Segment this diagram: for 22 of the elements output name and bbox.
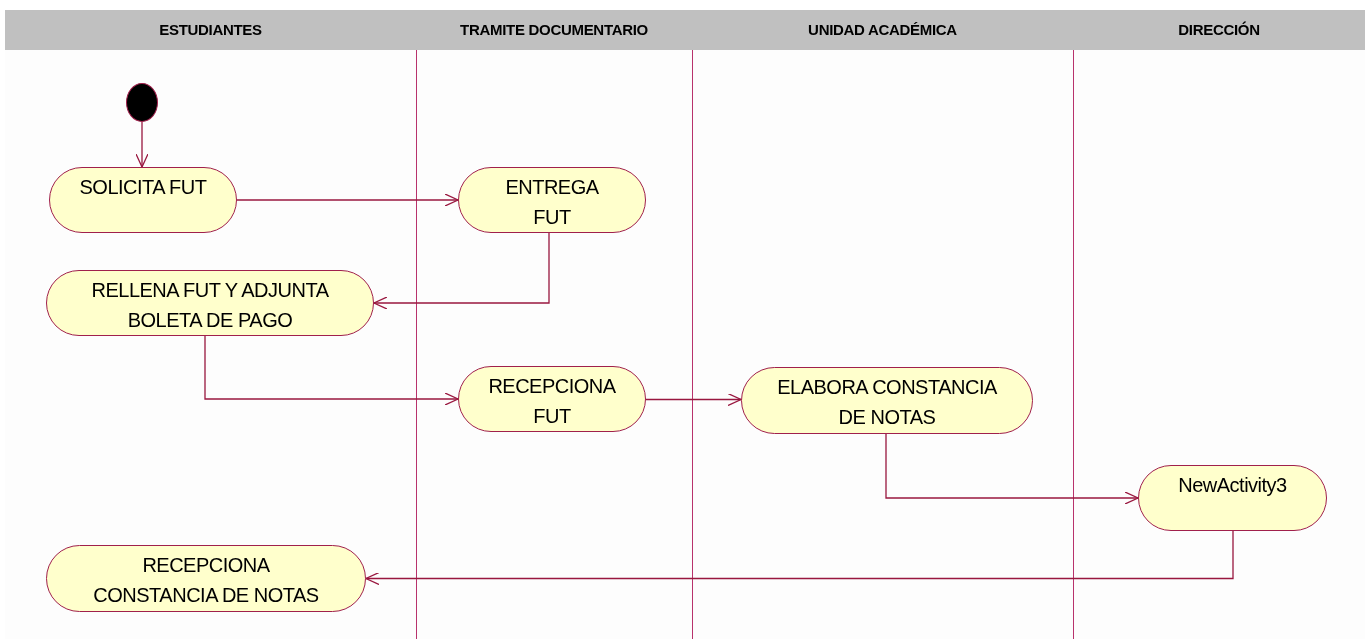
arrow [365,530,1234,586]
arrow [373,232,550,310]
lane-header: TRAMITE DOCUMENTARIO [416,10,692,50]
arrow [885,433,1139,505]
lane-header: ESTUDIANTES [5,10,416,50]
activity-label: ENTREGA FUT [504,175,600,230]
activity-label: RELLENA FUT Y ADJUNTA BOLETA DE PAGO [90,278,330,333]
activity-label: ELABORA CONSTANCIA DE NOTAS [776,375,998,430]
swimlane [416,10,692,639]
activity-label: RECEPCIONA FUT [487,374,617,429]
lane-header: DIRECCIÓN [1073,10,1365,50]
swimlane [692,10,1073,639]
swimlane [1073,10,1365,639]
lane-header: UNIDAD ACADÉMICA [692,10,1073,50]
arrow [645,392,742,407]
arrow [236,193,459,207]
arrow [204,335,459,406]
activity-label: RECEPCIONA CONSTANCIA DE NOTAS [92,553,320,608]
activity-label: NewActivity3 [1177,473,1288,498]
arrow [135,121,149,168]
start-node [126,83,158,122]
activity-label: SOLICITA FUT [78,175,208,200]
